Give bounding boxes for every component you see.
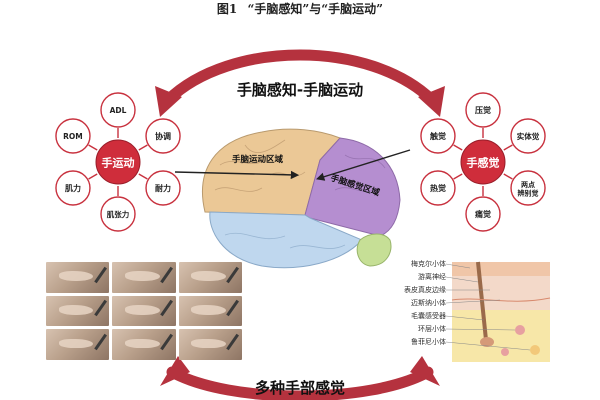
sensory-center-node [460, 139, 506, 185]
cluster-node [145, 170, 181, 206]
cluster-node-label: 协调 [155, 131, 171, 141]
sensory-center-node-label: 手感觉 [467, 156, 500, 170]
cluster-node [510, 118, 546, 154]
cluster-connector [503, 173, 513, 180]
top-arrow-label: 手脑感知-手脑运动 [237, 81, 363, 99]
cluster-connector [138, 173, 148, 180]
cluster-node [420, 118, 456, 154]
hand-photo [46, 329, 110, 360]
hand-photo [46, 262, 110, 293]
skin-cross-section [445, 261, 551, 362]
cluster-node-label: 热觉 [430, 183, 446, 193]
figure-caption: 图1 “手脑感知”与“手脑运动” [0, 0, 600, 22]
cerebellum [356, 233, 392, 267]
cluster-node-label: 肌力 [64, 183, 81, 193]
top-cycle-arrow [155, 49, 445, 117]
motor-center-node [95, 139, 141, 185]
cluster-node [100, 92, 136, 128]
cluster-node-label: 触觉 [430, 131, 446, 141]
hand-photo [46, 295, 110, 327]
cluster-connector [453, 173, 463, 180]
cluster-node-label: 耐力 [155, 183, 171, 193]
cluster-node-label: 实体觉 [517, 131, 540, 141]
cluster-connector [138, 144, 148, 151]
hand-sensation-photo-grid [46, 262, 242, 360]
cluster-node-label: ROM [63, 132, 83, 141]
motor-arrow [174, 170, 300, 180]
sensory-arrow [315, 149, 411, 181]
skin-receptor-labels: 梅克尔小体 游离神经 表皮真皮边缘 迈斯纳小体 毛囊感受器 环层小体 鲁菲尼小体 [358, 258, 446, 349]
cluster-node [420, 170, 456, 206]
hand-photo [178, 262, 242, 293]
motor-area-label: 手脑运动区域 [232, 154, 284, 165]
hand-photo [178, 295, 242, 327]
cluster-connector [88, 144, 98, 151]
cluster-node-label: 压觉 [475, 105, 491, 115]
cluster-node-label: ADL [110, 106, 127, 115]
cluster-node [465, 196, 501, 232]
figure-title: “手脑感知”与“手脑运动” [247, 2, 384, 16]
motor-center-node-label: 手运动 [102, 156, 135, 170]
frontal-lobe [201, 128, 341, 216]
cluster-node [55, 118, 91, 154]
cluster-node [465, 92, 501, 128]
skin-label: 表皮真皮边缘 [404, 286, 446, 294]
skin-label: 鲁菲尼小体 [411, 338, 446, 346]
cluster-node [55, 170, 91, 206]
hand-photo [112, 329, 176, 360]
skin-label: 游离神经 [418, 273, 446, 281]
cluster-connector [503, 144, 513, 151]
cluster-connector [453, 144, 463, 151]
hand-photo [178, 329, 242, 360]
bottom-arrow-label: 多种手部感觉 [255, 379, 345, 397]
cluster-node [100, 196, 136, 232]
cluster-node-label: 痛觉 [474, 209, 491, 219]
cluster-node [145, 118, 181, 154]
cluster-node-label: 辨别觉 [518, 188, 539, 197]
cluster-node-label: 肌张力 [106, 209, 130, 219]
skin-label: 迈斯纳小体 [411, 299, 446, 307]
skin-label: 毛囊感受器 [411, 312, 446, 320]
cluster-node-label: 两点 [521, 180, 535, 189]
skin-label: 环层小体 [418, 325, 446, 333]
hand-photo [112, 262, 176, 293]
hand-photo [112, 295, 176, 327]
skin-label: 梅克尔小体 [411, 260, 446, 268]
cluster-node [510, 170, 546, 206]
bottom-cycle-arrow [160, 356, 440, 400]
figure-number: 图1 [216, 2, 238, 16]
brain-illustration [201, 128, 401, 269]
cluster-connector [88, 173, 98, 180]
